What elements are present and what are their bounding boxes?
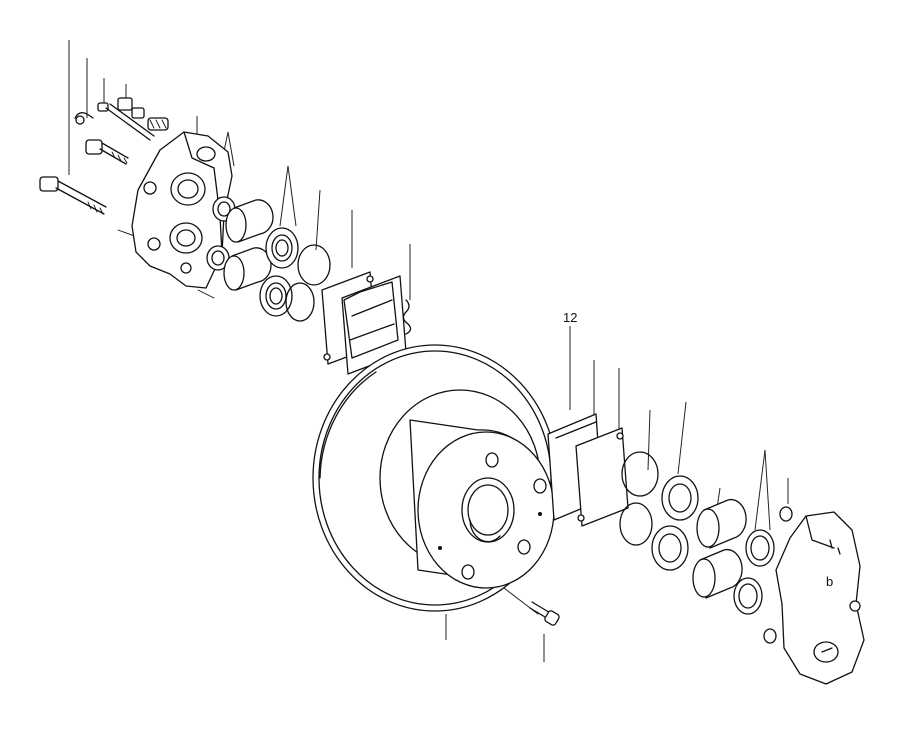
washer-right-lower xyxy=(763,628,777,644)
retaining-ring-left-lower xyxy=(285,282,315,322)
mounting-bolt-long-icon xyxy=(39,176,107,215)
piston-seal-left-lower xyxy=(206,245,230,271)
part-number-12: 12 xyxy=(563,310,577,325)
piston-seal-right-lower xyxy=(733,577,763,615)
anti-rattle-spring-left xyxy=(402,299,412,335)
pad-shim-right xyxy=(575,427,629,527)
dust-boot-left-upper xyxy=(265,227,299,269)
retaining-ring-left-upper xyxy=(297,244,331,286)
piston-seal-right-upper xyxy=(745,529,775,567)
bleeder-valve-icon xyxy=(97,102,155,141)
svg-text:b: b xyxy=(826,574,833,589)
piston-right-upper xyxy=(696,498,747,549)
wheel-stud-holes xyxy=(438,452,547,580)
caliper-half-right: b xyxy=(775,511,865,685)
piston-left-upper xyxy=(225,199,274,243)
piston-right-lower xyxy=(692,548,743,599)
retaining-ring-right-upper xyxy=(621,451,659,497)
brake-pad-left xyxy=(341,275,407,375)
mounting-bolt-short-icon xyxy=(85,139,129,165)
caliper-half-left xyxy=(131,131,233,289)
washer-right-upper xyxy=(779,506,793,522)
dust-boot-right-upper xyxy=(661,475,699,521)
piston-left-lower xyxy=(223,247,272,291)
dust-boot-left-lower xyxy=(259,275,293,317)
dust-boot-right-lower xyxy=(651,525,689,571)
dust-cap-icon xyxy=(117,97,169,131)
bleed-screw-icon xyxy=(74,112,94,125)
leader-lines xyxy=(68,40,789,662)
retaining-ring-right-lower xyxy=(619,502,653,546)
disc-retaining-screw-icon xyxy=(529,601,560,626)
